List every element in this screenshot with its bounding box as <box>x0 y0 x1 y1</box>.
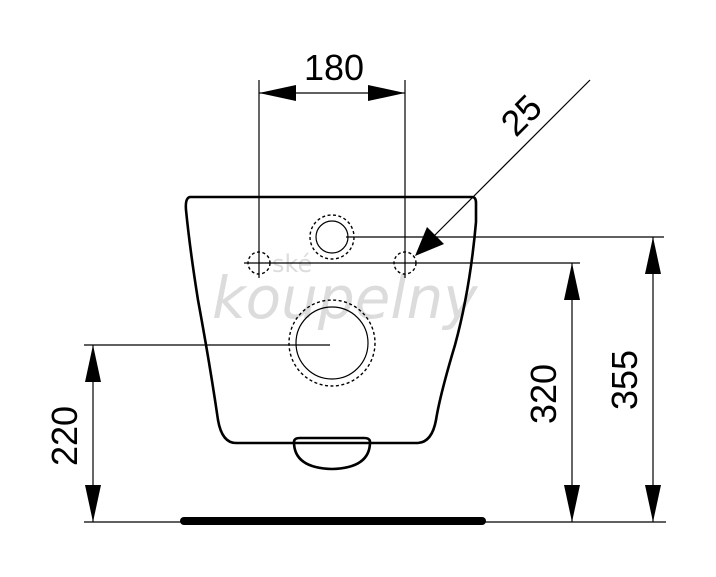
arrow-25 <box>415 227 444 256</box>
dim-label-355: 355 <box>604 350 645 410</box>
arrow-220-bottom <box>85 485 101 522</box>
arrow-320-top <box>564 263 580 300</box>
dim-label-180: 180 <box>304 47 364 88</box>
arrow-180-left <box>259 85 296 101</box>
arrow-220-top <box>85 345 101 382</box>
dim-label-25: 25 <box>493 87 550 144</box>
outlet-lip <box>292 436 372 471</box>
leader-25 <box>426 79 591 244</box>
watermark-main: koupelny <box>212 264 478 332</box>
dim-label-220: 220 <box>44 406 85 466</box>
water-inlet-inner <box>315 220 349 254</box>
arrow-355-bottom <box>645 485 661 522</box>
arrow-180-right <box>368 85 405 101</box>
arrow-320-bottom <box>564 485 580 522</box>
toilet-body-outline <box>184 195 478 445</box>
waste-outlet-outer <box>288 299 376 387</box>
watermark-top: ské <box>272 250 312 278</box>
arrow-355-top <box>645 237 661 274</box>
waste-outlet-inner <box>295 306 369 380</box>
dim-label-320: 320 <box>523 364 564 424</box>
